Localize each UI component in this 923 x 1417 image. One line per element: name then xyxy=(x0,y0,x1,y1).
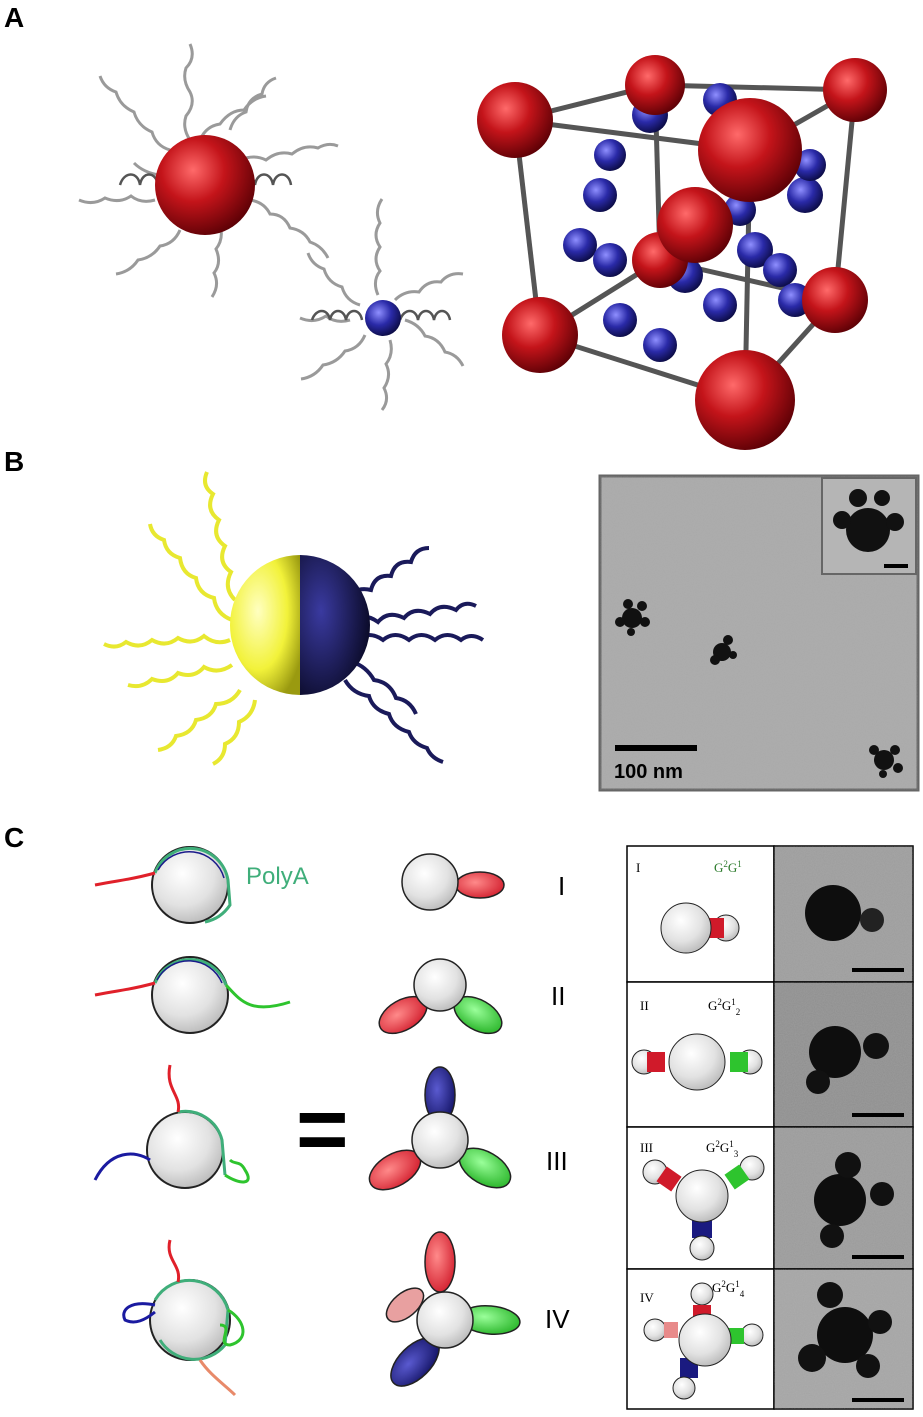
tem-scale-label: 100 nm xyxy=(614,761,683,783)
tem-image-b: 100 nm xyxy=(598,474,920,792)
row-roman: III xyxy=(640,1140,653,1155)
schematic-row-2 xyxy=(94,956,291,1034)
panel-b-janus-particle xyxy=(103,471,485,766)
navy-dna-strands xyxy=(343,546,485,764)
equals-sign: = xyxy=(296,1080,349,1180)
panel-label-c: C xyxy=(4,822,25,853)
formula: G2G12 xyxy=(708,997,740,1017)
janus-sphere xyxy=(230,555,370,695)
polya-label: PolyA xyxy=(246,863,309,890)
large-red-nanoparticle xyxy=(155,135,255,235)
schematic-row-3 xyxy=(93,1064,250,1189)
lobe-model-2 xyxy=(378,958,503,1035)
roman-label-3: III xyxy=(546,1146,568,1176)
schematic-row-1: PolyA xyxy=(94,846,309,924)
lobe-model-3 xyxy=(368,1066,512,1191)
lattice-red-particles xyxy=(477,55,887,450)
yellow-dna-strands xyxy=(103,471,257,766)
roman-label-1: I xyxy=(558,871,565,901)
small-blue-nanoparticle xyxy=(365,300,401,336)
row-roman: II xyxy=(640,998,649,1013)
dna-strands-large xyxy=(78,43,339,298)
panel-c-schematics: PolyA = xyxy=(93,846,570,1397)
panel-c-table: I G2G1 II G2G12 xyxy=(626,845,914,1410)
formula: G2G13 xyxy=(706,1139,739,1159)
panel-a-dna-nanoparticles xyxy=(78,43,465,411)
table-row: IV G2G14 xyxy=(626,1268,914,1410)
crystal-lattice xyxy=(477,55,887,450)
dna-coils-small xyxy=(310,309,452,321)
roman-label-2: II xyxy=(551,981,565,1011)
row-roman: I xyxy=(636,860,640,875)
roman-label-4: IV xyxy=(545,1304,570,1334)
formula: G2G14 xyxy=(712,1279,745,1299)
formula: G2G1 xyxy=(714,859,742,875)
lobe-model-4 xyxy=(385,1231,521,1387)
table-row: I G2G1 xyxy=(626,845,914,983)
dna-strands-small xyxy=(299,198,465,411)
panel-label-a: A xyxy=(4,2,25,33)
tem-clusters xyxy=(615,599,903,778)
panel-label-b: B xyxy=(4,446,25,477)
lobe-model-1 xyxy=(401,853,505,911)
table-row: II G2G12 xyxy=(626,981,914,1128)
table-row: III G2G13 xyxy=(626,1126,914,1270)
row-roman: IV xyxy=(640,1290,654,1305)
schematic-row-4 xyxy=(122,1239,245,1397)
inset-cluster xyxy=(833,489,904,552)
